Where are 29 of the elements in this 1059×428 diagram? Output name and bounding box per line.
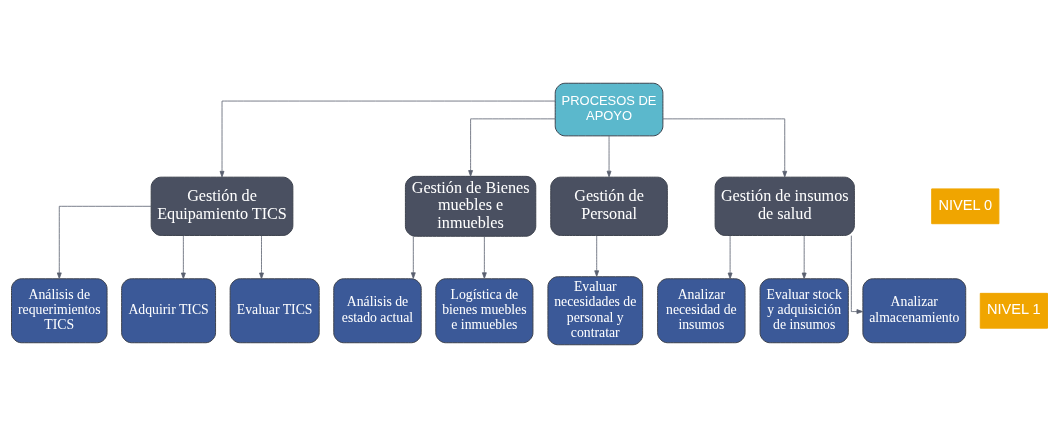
node-box: Logística de bienes muebles e inmuebles [435, 278, 534, 344]
arrow [468, 118, 556, 177]
node-box: Analizar necesidad de insumos [657, 278, 746, 344]
node-box: Gestión de insumos de salud [714, 176, 855, 236]
arrow [727, 235, 733, 280]
arrow [594, 235, 600, 277]
node-box: NIVEL 0 [931, 188, 1000, 225]
arrow [219, 100, 556, 178]
node-box: Analizar almacenamiento [862, 278, 967, 344]
node-box: Gestión de Equipamiento TICS [150, 176, 294, 236]
node-box: Gestión de Personal [550, 176, 668, 236]
node-box: Evaluar stock y adquisición de insumos [759, 278, 849, 344]
node-box: Análisis de estado actual [333, 278, 422, 344]
arrow [180, 235, 186, 280]
node-box: Adquirir TICS [121, 278, 217, 344]
arrow [481, 236, 487, 279]
arrow [259, 235, 264, 280]
arrow [606, 135, 612, 178]
arrow [850, 235, 863, 314]
node-box: Evaluar TICS [229, 278, 320, 344]
node-box: Gestión de Bienes muebles e inmuebles [404, 175, 537, 237]
arrow [662, 118, 788, 178]
node-box: Análisis de requerimientos TICS [11, 278, 108, 344]
node-box: Evaluar necesidades de personal y contratar [547, 276, 644, 346]
arrow [56, 205, 152, 279]
node-box: PROCESOS DE APOYO [554, 82, 664, 137]
node-box: NIVEL 1 [979, 292, 1048, 329]
arrow [410, 236, 416, 279]
arrow [801, 235, 807, 280]
